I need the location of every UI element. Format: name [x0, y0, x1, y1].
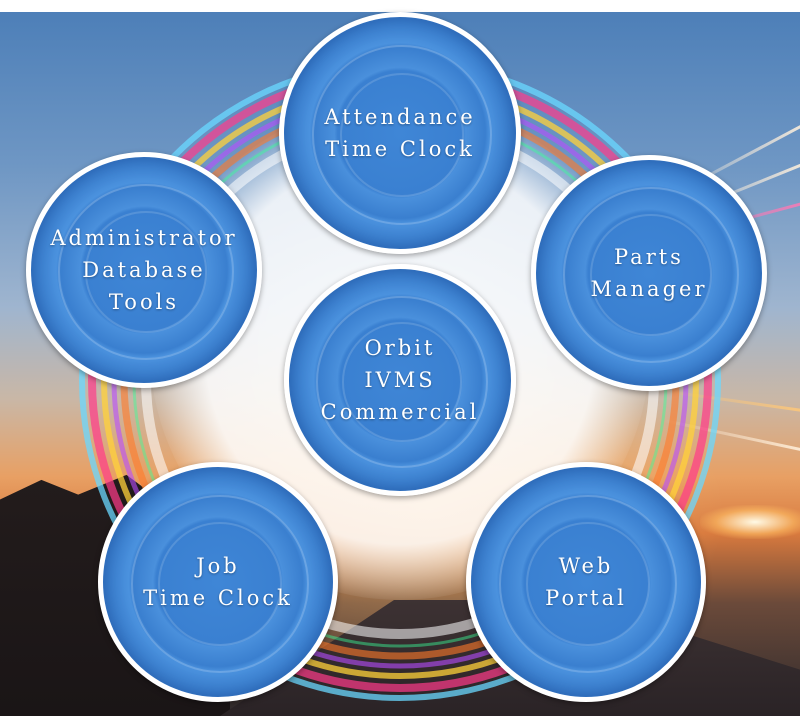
label-line: Administrator [50, 222, 237, 254]
module-label: Job Time Clock [143, 550, 293, 614]
label-line: Portal [545, 582, 627, 614]
center-orbit-ivms-commercial[interactable]: Orbit IVMS Commercial [284, 264, 516, 496]
module-attendance-time-clock[interactable]: Attendance Time Clock [279, 12, 521, 254]
label-line: Tools [50, 286, 237, 318]
label-line: Commercial [321, 396, 480, 428]
center-label: Orbit IVMS Commercial [321, 332, 480, 428]
label-line: Time Clock [324, 133, 475, 165]
module-administrator-database-tools[interactable]: Administrator Database Tools [26, 152, 262, 388]
label-line: Database [50, 254, 237, 286]
label-line: Web [545, 550, 627, 582]
label-line: Time Clock [143, 582, 293, 614]
module-label: Parts Manager [591, 241, 708, 305]
label-line: Orbit [321, 332, 480, 364]
label-line: Job [143, 550, 293, 582]
module-label: Web Portal [545, 550, 627, 614]
module-job-time-clock[interactable]: Job Time Clock [98, 462, 338, 702]
module-web-portal[interactable]: Web Portal [466, 462, 706, 702]
label-line: Manager [591, 273, 708, 305]
module-parts-manager[interactable]: Parts Manager [531, 155, 767, 391]
label-line: Attendance [324, 101, 475, 133]
label-line: Parts [591, 241, 708, 273]
module-label: Administrator Database Tools [50, 222, 237, 318]
label-line: IVMS [321, 364, 480, 396]
module-label: Attendance Time Clock [324, 101, 475, 165]
